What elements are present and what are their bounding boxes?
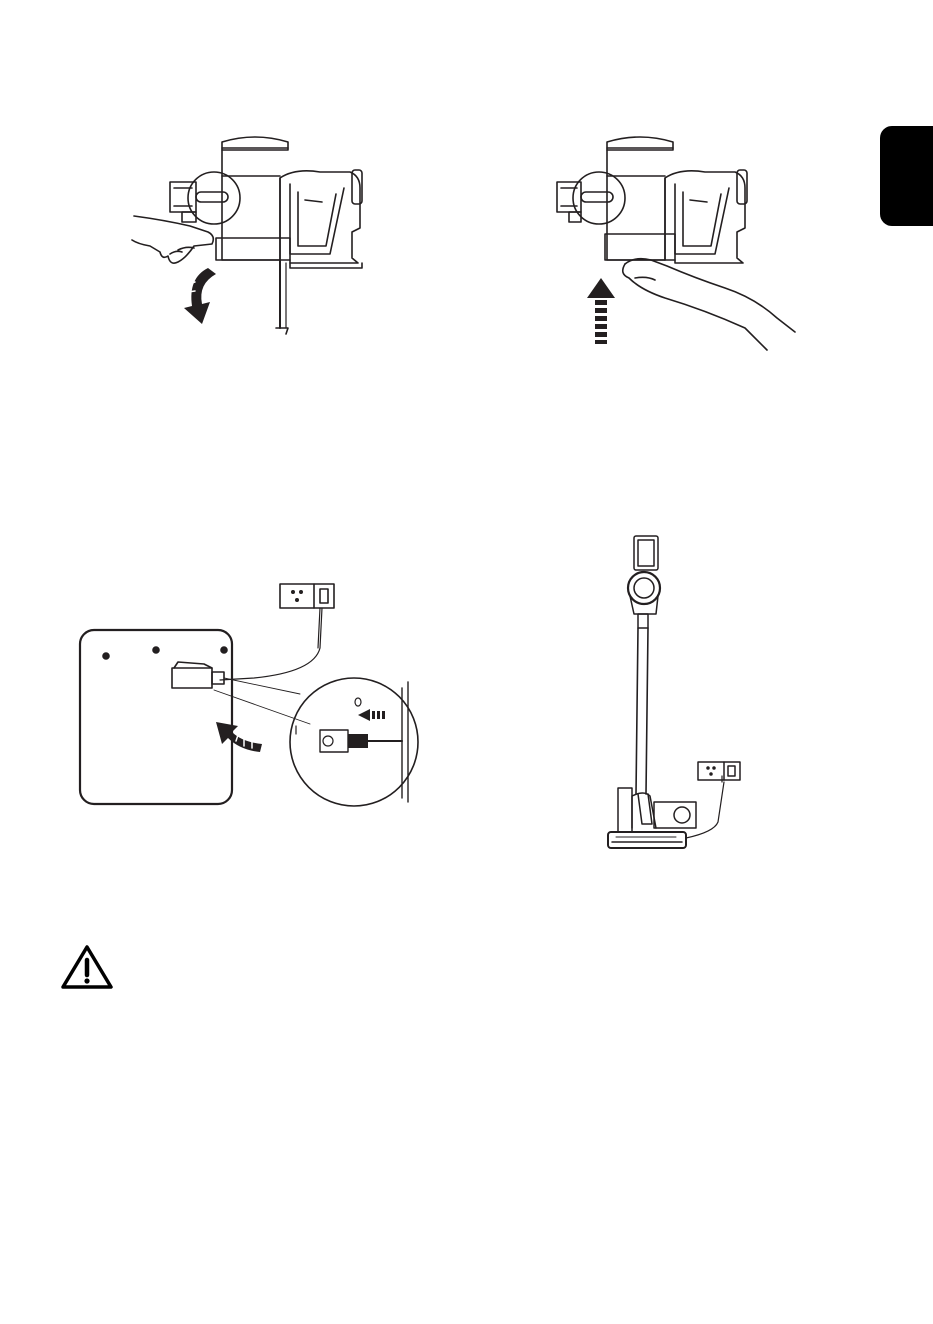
language-side-tab [880,126,933,226]
wall-socket-icon [698,762,740,780]
curved-arrow-up-icon [216,722,262,752]
figure-battery-insert [555,128,800,353]
figure-battery-release [130,128,370,343]
figure-wall-mount-charging [74,578,434,812]
figure-docked-charging [596,532,756,858]
magnifier-circle [290,678,418,806]
arrow-up-icon [587,278,615,344]
curved-arrow-down-icon [184,268,216,324]
warning-triangle-icon [60,944,114,990]
hand-icon [132,216,213,263]
wall-socket-icon [280,584,334,608]
hand-icon [625,259,795,332]
